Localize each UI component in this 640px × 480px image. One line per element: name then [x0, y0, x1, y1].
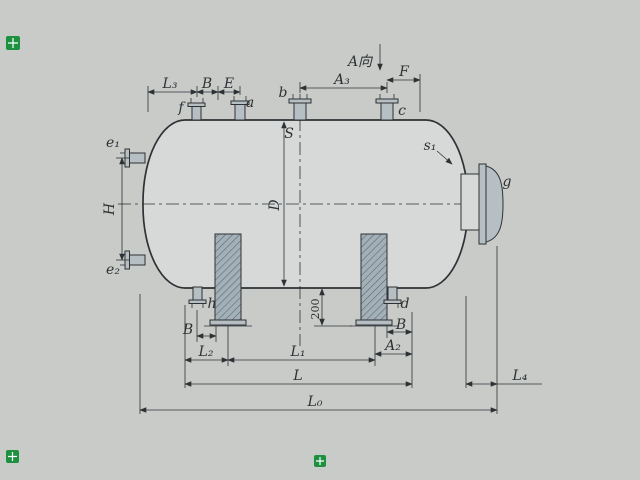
nozzle-e2-neck [128, 254, 146, 266]
nozzle-h-flange [188, 299, 207, 304]
dim-H [116, 157, 130, 261]
nozzle-h-neck [192, 286, 203, 301]
manhole-neck [460, 173, 481, 231]
thickness-label-s1: s₁ [424, 138, 437, 154]
nozzle-d [383, 286, 402, 308]
saddle-support-right [350, 233, 398, 327]
dim-label-B-bottom-left: B [182, 322, 193, 338]
dim-B-bottom-left [196, 310, 217, 342]
nozzle-h [188, 286, 207, 308]
dim-label-E: E [223, 76, 234, 92]
dim-label-L3: L₃ [162, 76, 178, 92]
nozzle-a-flange [230, 100, 250, 105]
nozzle-e1-neck [128, 152, 146, 164]
dim-A3-F [299, 74, 421, 112]
dim-label-L: L [292, 368, 302, 384]
dim-L2-L1-A2 [184, 305, 413, 388]
saddle-left-baseplate [209, 319, 247, 326]
saddle-support-left [204, 233, 252, 327]
nozzle-b-neck [293, 101, 307, 121]
dim-label-B-top: B [201, 76, 212, 92]
nozzle-d-flange [383, 299, 402, 304]
dim-label-200: 200 [309, 299, 322, 320]
nozzle-b [288, 94, 312, 121]
dim-label-L0: L₀ [307, 394, 323, 410]
s1-leader-arrow [436, 150, 453, 165]
nozzle-label-f: f [177, 100, 186, 116]
manhole-label-g: g [503, 174, 512, 190]
nozzle-label-c: c [398, 103, 406, 119]
nozzle-b-flange [288, 98, 312, 104]
dim-label-H: H [102, 202, 118, 216]
labels: A向 L₃ B E A₃ F f a b c S s₁ e₁ e₂ H D g … [102, 54, 528, 410]
dim-label-L1: L₁ [290, 344, 306, 360]
nozzle-f [187, 98, 206, 121]
watermark-bottom-center [314, 455, 326, 467]
saddle-left-web [214, 233, 242, 323]
thickness-label-s: S [284, 126, 294, 142]
watermark-top-left [6, 36, 20, 50]
nozzle-f-flange [187, 102, 206, 107]
dim-label-B-bottom-right: B [395, 317, 406, 333]
nozzle-label-d: d [401, 296, 410, 312]
nozzle-a-neck [234, 103, 246, 121]
dim-label-L4: L₄ [512, 368, 528, 384]
manhole-cover [485, 165, 504, 243]
view-a-label: A向 [346, 54, 374, 70]
saddle-right-web [360, 233, 388, 323]
nozzle-f-neck [191, 105, 202, 121]
nozzle-label-e2: e₂ [106, 262, 120, 278]
dim-label-A2: A₂ [383, 338, 401, 354]
dim-label-A3: A₃ [332, 72, 350, 88]
dim-200 [314, 288, 352, 327]
manhole-g [460, 163, 504, 245]
dim-label-D: D [267, 199, 283, 211]
nozzle-c [375, 94, 399, 121]
nozzle-d-neck [387, 286, 398, 301]
nozzle-label-e1: e₁ [106, 135, 120, 151]
dim-B-bottom-right [386, 326, 413, 338]
dim-L4 [465, 296, 542, 388]
nozzle-label-h: h [207, 296, 216, 312]
nozzle-c-flange [375, 98, 399, 104]
dim-label-F: F [398, 64, 410, 80]
nozzle-a [230, 96, 250, 121]
nozzle-label-a: a [246, 95, 254, 111]
manhole-flange [478, 163, 487, 245]
watermark-bottom-left [6, 450, 19, 463]
nozzle-c-neck [380, 101, 394, 121]
dim-label-L2: L₂ [198, 344, 214, 360]
nozzle-label-b: b [279, 85, 288, 101]
saddle-right-baseplate [355, 319, 393, 326]
dim-L3-B-E [147, 86, 241, 112]
